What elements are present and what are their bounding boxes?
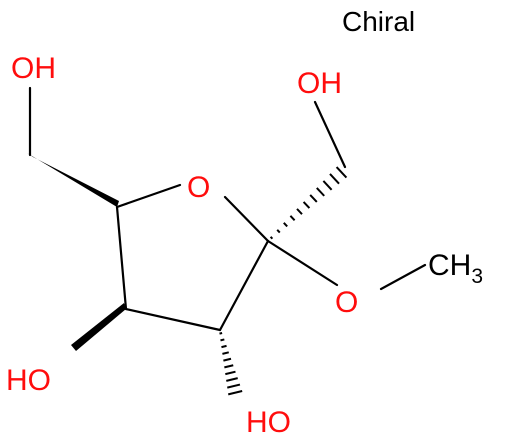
bonds <box>28 86 427 332</box>
wedge-c5-ch2 <box>27 153 119 207</box>
hashed-c3-oh-hash <box>219 332 223 335</box>
bond-ring-o-c2 <box>223 195 270 243</box>
hashed-c3-oh-hash <box>222 351 230 355</box>
chiral-label: Chiral <box>342 6 415 37</box>
atom-methyl: CH3 <box>428 249 483 288</box>
atom-ho-bottom-left: HO <box>6 364 51 397</box>
bond-c5-c4 <box>115 205 128 311</box>
wedge-bonds <box>27 153 126 351</box>
atom-ring-oxygen: O <box>187 171 210 204</box>
hashed-c3-oh-hash <box>227 390 243 396</box>
hashed-c2-ch2-hash <box>302 201 311 209</box>
hashed-c2-ch2-hash <box>335 166 348 179</box>
atom-methoxy-oxygen: O <box>335 286 358 319</box>
atom-ho-bottom-right: HO <box>246 406 291 439</box>
hashed-c2-ch2-hash <box>283 222 288 228</box>
hashed-c3-oh-hash <box>220 338 225 342</box>
bond-c4-c3 <box>124 307 222 332</box>
wedge-c4-oh <box>71 303 126 351</box>
hashed-c3-oh-hash <box>221 344 227 349</box>
bond-c3-c2 <box>218 239 270 332</box>
bond-o-methoxy-ch3 <box>379 263 427 291</box>
hashed-c2-ch2-hash <box>309 194 318 203</box>
hashed-c3-oh-hash <box>223 357 232 362</box>
hashed-c2-ch2-hash <box>289 215 296 222</box>
hashed-bonds <box>219 166 348 396</box>
bond-c2-o-methoxy <box>266 239 339 287</box>
hashed-c2-ch2-hash <box>329 173 340 185</box>
hashed-c2-ch2-hash <box>269 236 274 240</box>
hashed-c2-ch2-hash <box>316 187 325 197</box>
hashed-c3-oh-hash <box>225 370 236 376</box>
bond-ring-o-c5 <box>115 183 182 209</box>
hashed-c2-ch2-hash <box>322 180 333 191</box>
hashed-c3-oh-hash <box>226 377 238 382</box>
hashed-c3-oh-hash <box>227 383 241 389</box>
atom-oh-top-right: OH <box>297 67 342 100</box>
atom-oh-top-left: OH <box>11 52 56 85</box>
hashed-c3-oh-hash <box>224 364 234 369</box>
hashed-c2-ch2-hash <box>276 229 281 234</box>
bond-oh-right-ch2 <box>313 100 347 169</box>
hashed-c2-ch2-hash <box>296 208 303 215</box>
